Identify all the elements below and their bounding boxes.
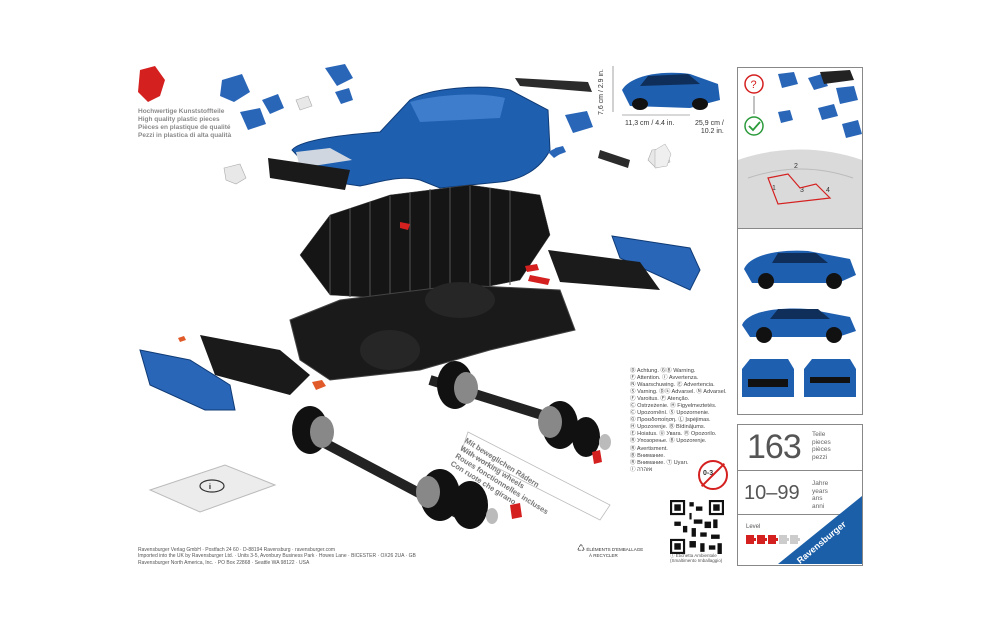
info-divider-1 [738,470,862,471]
warning-line: Ⓢ Varning. Ⓓⓚ Advarsel. Ⓝ Advarsel. [630,389,727,396]
pieces-label-fr: pièces [812,446,831,453]
level-piece-filled-icon [768,535,778,544]
quality-line-en: High quality plastic pieces [138,116,220,123]
level-indicator [746,535,800,544]
assembly-hint-illustration: ? 2 1 4 3 [738,70,862,228]
warning-line: Ⓡ Avertisment. [630,445,668,452]
warning-line: Ⓖ Προειδοποίηση. Ⓛ Įspėjimas. [630,417,711,424]
car-view-front [742,359,794,397]
qr-caption-line1: Ⓘ Etichetta Ambientale [670,553,717,558]
recycling-label: ♺ ÉLÉMENTS D'EMBALLAGE À RECYCLER [577,543,644,558]
level-piece-filled-icon [746,535,756,544]
warning-line: Ⓘ אזהרה [630,466,653,473]
assembly-hint-panel: ? 2 1 4 3 [737,67,863,229]
warning-line: Ⓗ Upozorenje. Ⓑ Bīdinājums. [630,424,706,431]
wheel-axle-rear [428,361,611,464]
red-brand-piece [138,66,165,102]
warning-line: Ⓡ Упозорење. Ⓑ Upozorenje. [630,438,707,445]
age-range-label: Jahre years ans anni [812,480,828,510]
front-bumper [139,349,236,411]
qr-caption-line2: (Smaltimento Imballaggio) [670,558,723,563]
exploded-car-illustration: i [138,64,720,529]
qr-caption: Ⓘ Etichetta Ambientale (Smaltimento Imba… [670,553,722,563]
warning-line: Ⓒ Upozornění. Ⓢ Upozornenie. [630,410,710,417]
warning-line: Ⓕ Varoitus. Ⓟ Atenção. [630,396,690,403]
svg-text:4: 4 [826,187,830,194]
finished-car-views [737,228,863,415]
warning-line: Ⓕ Attention. Ⓘ Avvertenza. [630,375,699,382]
warning-line: Ⓓ Achtung. ⒼⒷ Warning. [630,368,696,374]
warning-line: Ⓑ Внимание. [630,452,665,459]
svg-text:3: 3 [800,187,804,194]
height-dimension: 7,6 cm / 2.9 in. [598,69,605,115]
quality-line-it: Pezzi in plastica di alta qualità [138,132,232,139]
age-label-fr: ans [812,495,823,502]
age-warning-icon: 0-3 [698,460,728,490]
pieces-label-de: Teile [812,431,826,438]
instruction-sheet: i [148,464,277,513]
car-views-illustration [742,250,856,397]
chassis-base [289,284,576,381]
age-warning-label: 0-3 [703,470,714,477]
qr-code [670,500,724,554]
recycling-line1: ÉLÉMENTS D'EMBALLAGE [586,547,644,552]
age-label-it: anni [812,502,825,510]
box-length-line2: 10.2 in. [700,128,724,135]
piece-count-label: Teile pieces pièces pezzi [812,431,831,461]
svg-text:2: 2 [794,163,798,170]
warning-line: Ⓝ Waarschuwing. Ⓔ Advertencia. [630,382,715,389]
car-view-side-right [742,308,856,343]
warning-list: Ⓓ Achtung. ⒼⒷ Warning. Ⓕ Attention. Ⓘ Av… [630,368,727,474]
address-line-uk: Imported into the UK by Ravensburger Ltd… [138,553,416,560]
warning-line: Ⓔ Hoiatus. Ⓤ Увага. Ⓡ Opozorilo. [630,431,717,438]
quality-line-de: Hochwertige Kunststoffteile [138,108,225,115]
box-length-line1: 25,9 cm / [695,120,724,127]
car-view-rear [804,359,856,397]
question-icon: ? [751,79,757,91]
triman-icon: ♺ [577,543,586,553]
pieces-label-it: pezzi [812,453,828,461]
model-length-dimension: 11,3 cm / 4.4 in. [625,120,675,127]
piece-count: 163 [747,428,802,466]
wheel-axle-front [292,406,522,529]
check-icon [748,121,761,132]
quality-caption: Hochwertige Kunststoffteile High quality… [138,108,231,140]
level-piece-filled-icon [757,535,767,544]
age-label-en: years [812,487,828,495]
publisher-address: Ravensburger Verlag GmbH · Postfach 24 6… [138,547,416,566]
ravensburger-corner-badge [778,496,862,564]
level-piece-empty-icon [779,535,789,544]
age-label-de: Jahre [812,480,829,487]
frame-ribs [299,184,551,301]
rear-spoiler-blue [611,235,701,291]
loose-puzzle-pieces [220,64,593,155]
quality-line-fr: Pièces en plastique de qualité [138,124,231,131]
age-range: 10–99 [744,482,800,504]
info-divider-2 [738,514,862,515]
warning-line: Ⓡ Внимание. Ⓣ Uyarı. [630,459,689,466]
recycling-line2: À RECYCLER [589,552,618,558]
address-line-us: Ravensburger North America, Inc. · PO Bo… [138,559,310,566]
svg-text:1: 1 [772,185,776,192]
level-piece-empty-icon [790,535,800,544]
address-line-de: Ravensburger Verlag GmbH · Postfach 24 6… [138,547,336,553]
svg-text:i: i [209,484,211,491]
car-view-side-left [744,250,856,289]
pieces-label-en: pieces [812,438,831,446]
finished-car-photo [622,72,720,110]
level-label: Level [746,524,761,530]
rear-spoiler-top [515,78,592,92]
warning-line: Ⓒ Ostrzeżenie. Ⓗ Figyelmeztetés. [630,403,717,410]
box-length-dimension: 25,9 cm / 10.2 in. [695,120,724,136]
